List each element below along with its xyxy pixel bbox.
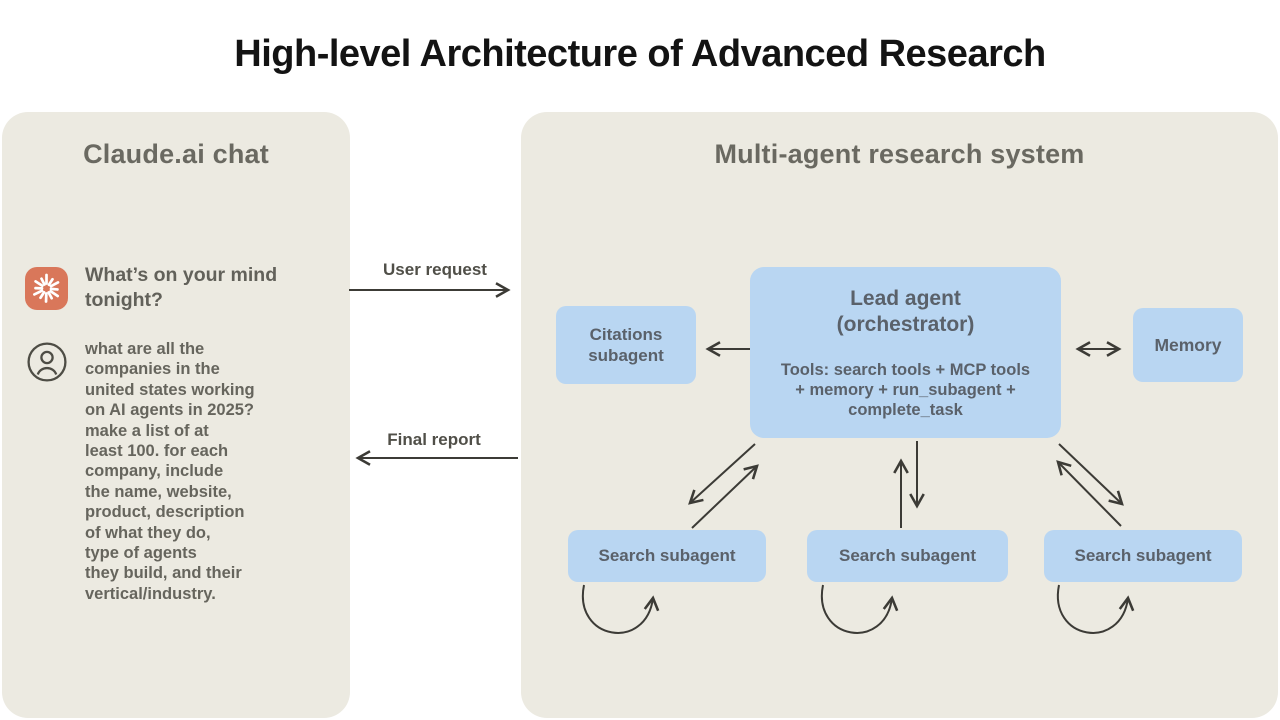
- claude-chat-panel: [2, 112, 350, 718]
- lead-agent-tools: Tools: search tools + MCP tools + memory…: [780, 360, 1031, 419]
- claude-panel-header: Claude.ai chat: [83, 139, 269, 169]
- claude-starburst-icon: [33, 273, 60, 303]
- user-avatar-icon: [27, 342, 67, 382]
- search-subagent-box-1: Search subagent: [568, 530, 766, 582]
- user-request-label: User request: [383, 260, 487, 279]
- claude-logo-icon: [25, 267, 68, 310]
- search-subagent-box-3: Search subagent: [1044, 530, 1242, 582]
- research-panel-header: Multi-agent research system: [714, 139, 1085, 169]
- memory-box: Memory: [1133, 308, 1243, 382]
- citations-subagent-box: Citations subagent: [556, 306, 696, 384]
- lead-agent-title: Lead agent (orchestrator): [836, 286, 975, 336]
- final-report-label: Final report: [387, 430, 481, 449]
- user-message-text: what are all the companies in the united…: [85, 340, 255, 603]
- search-subagent-box-2: Search subagent: [807, 530, 1008, 582]
- assistant-prompt-text: What’s on your mind tonight?: [85, 264, 278, 311]
- page-title: High-level Architecture of Advanced Rese…: [234, 33, 1046, 75]
- lead-agent-box: Lead agent (orchestrator) Tools: search …: [750, 267, 1061, 438]
